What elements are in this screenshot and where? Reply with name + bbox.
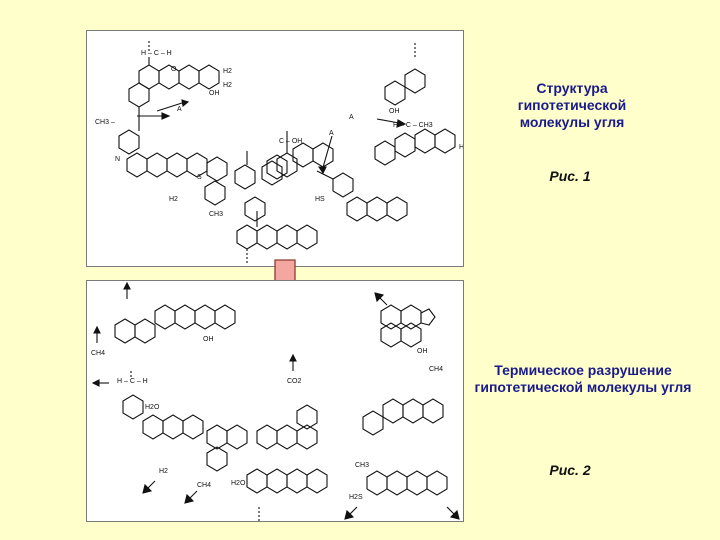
fragment-top-right — [380, 304, 436, 348]
label-hs: HS — [315, 196, 325, 203]
fragment-right — [362, 398, 448, 496]
label-oh-a: OH — [209, 90, 220, 97]
caption-decomposition-title: Термическое разрушение гипотетической мо… — [474, 362, 692, 395]
escape-arrows — [91, 281, 460, 521]
ring-cluster-middle — [204, 152, 318, 250]
thermal-decomposition-panel: CH4 CH4 CH4 CO2 H2O H2O H2 H2S OH OH CH3… — [86, 280, 464, 522]
label-h2o-a: H2O — [145, 404, 160, 411]
label-oh-a: OH — [203, 336, 214, 343]
label-h2-d: H2 — [459, 144, 464, 151]
label-h2o-b: H2O — [231, 480, 246, 487]
label-o: O — [171, 66, 177, 73]
label-n: N — [115, 156, 120, 163]
label-arrow-a2: A — [329, 130, 334, 137]
label-h-c-ch3: H – C – CH3 — [393, 122, 433, 129]
label-cooh: C – OH — [279, 138, 302, 145]
label-h-c-h-top: H – C – H — [141, 50, 172, 57]
label-ch4-a: CH4 — [91, 350, 105, 357]
label-h2: H2 — [159, 468, 168, 475]
label-s: S — [197, 174, 202, 181]
fragment-middle — [122, 394, 328, 494]
caption-figure-1: Рис. 1 — [549, 168, 591, 184]
label-h2-a: H2 — [223, 68, 232, 75]
coal-structure-panel: H – C – H CH3 – H2 H2 H2 H2 OH OH A A A … — [86, 30, 464, 267]
label-arrow-a3: A — [349, 114, 354, 121]
label-oh-b: OH — [389, 108, 400, 115]
fragment-top-left — [114, 304, 236, 344]
caption-structure-title: Структура гипотетической молекулы угля — [517, 80, 627, 130]
ring-cluster-right — [292, 68, 456, 222]
ring-cluster-left — [118, 64, 228, 182]
label-ch4-c: CH4 — [197, 482, 211, 489]
label-h2-b: H2 — [223, 82, 232, 89]
label-ch3-a: CH3 — [209, 211, 223, 218]
connecting-bonds — [137, 41, 416, 263]
decomposition-drawing: CH4 CH4 CH4 CO2 H2O H2O H2 H2S OH OH CH3… — [91, 281, 460, 521]
label-h-c-h: H – C – H — [117, 378, 148, 385]
label-oh-b: OH — [417, 348, 428, 355]
label-ch4-b: CH4 — [429, 366, 443, 373]
label-h2-c: H2 — [169, 196, 178, 203]
caption-figure-2: Рис. 2 — [549, 462, 591, 478]
label-co2: CO2 — [287, 378, 302, 385]
label-arrow-a: A — [177, 106, 182, 113]
label-h2s: H2S — [349, 494, 363, 501]
label-ch3o: CH3 – — [95, 119, 115, 126]
label-ch3: CH3 — [355, 462, 369, 469]
coal-structure-drawing: H – C – H CH3 – H2 H2 H2 H2 OH OH A A A … — [95, 41, 464, 263]
